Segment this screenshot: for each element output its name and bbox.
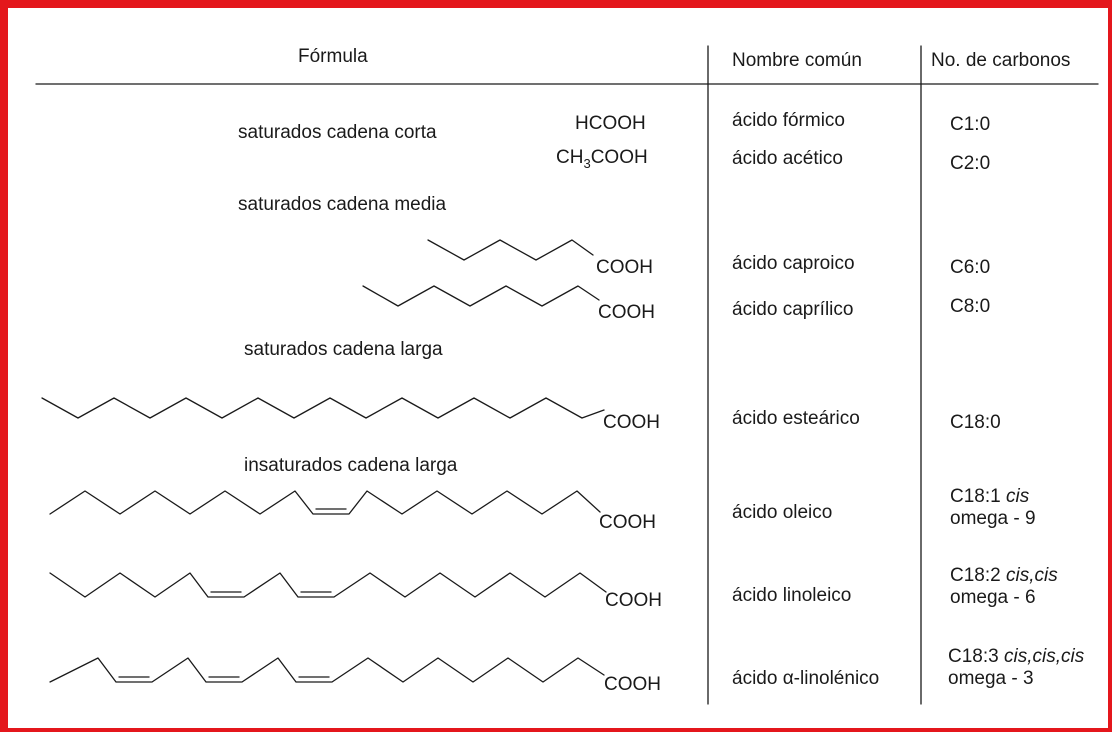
name-formic: ácido fórmico bbox=[732, 110, 845, 131]
cooh-linolenic: COOH bbox=[604, 674, 661, 695]
carbons-stearic: C18:0 bbox=[950, 412, 1001, 433]
cooh-stearic: COOH bbox=[603, 412, 660, 433]
category-medium-chain: saturados cadena media bbox=[238, 194, 447, 215]
chain-linoleic bbox=[49, 572, 607, 598]
name-stearic: ácido esteárico bbox=[732, 408, 860, 429]
header-carbons: No. de carbonos bbox=[931, 50, 1071, 71]
header-formula: Fórmula bbox=[298, 46, 368, 67]
chain-caprylic bbox=[362, 285, 600, 307]
carbons-acetic: C2:0 bbox=[950, 153, 991, 174]
carbons-caproic: C6:0 bbox=[950, 257, 991, 278]
chain-caproic bbox=[427, 239, 594, 261]
formula-formic: HCOOH bbox=[575, 113, 646, 134]
category-short-chain: saturados cadena corta bbox=[238, 122, 437, 143]
chain-linolenic bbox=[49, 657, 605, 683]
name-linoleic: ácido linoleico bbox=[732, 585, 852, 606]
name-oleic: ácido oleico bbox=[732, 502, 833, 523]
chain-stearic bbox=[41, 397, 605, 419]
cooh-oleic: COOH bbox=[599, 512, 656, 533]
chain-oleic bbox=[49, 490, 601, 515]
category-unsaturated-long-chain: insaturados cadena larga bbox=[244, 455, 458, 476]
name-caprylic: ácido caprílico bbox=[732, 299, 854, 320]
carbons-caprylic: C8:0 bbox=[950, 296, 991, 317]
name-linolenic: ácido α-linolénico bbox=[732, 668, 880, 689]
header-common-name: Nombre común bbox=[732, 50, 862, 71]
cooh-caprylic: COOH bbox=[598, 302, 655, 323]
cooh-linoleic: COOH bbox=[605, 590, 662, 611]
name-acetic: ácido acético bbox=[732, 148, 843, 169]
carbons-formic: C1:0 bbox=[950, 114, 991, 135]
formula-acetic: CH3COOH bbox=[556, 147, 648, 171]
category-long-chain: saturados cadena larga bbox=[244, 339, 443, 360]
cooh-caproic: COOH bbox=[596, 257, 653, 278]
name-caproic: ácido caproico bbox=[732, 253, 855, 274]
